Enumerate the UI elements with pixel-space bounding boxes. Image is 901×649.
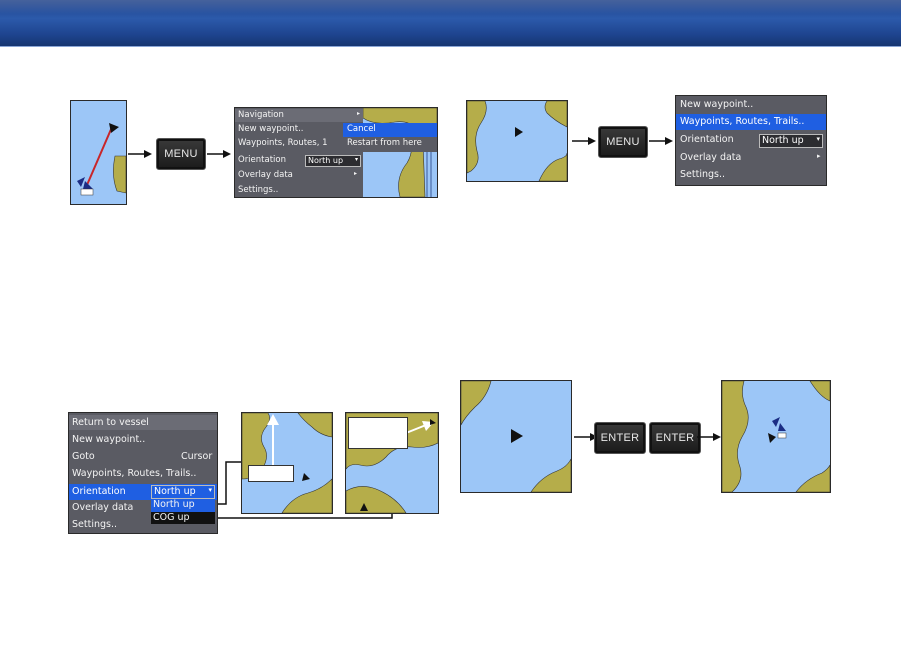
navigation-menu-screen: Navigation ▸ New waypoint.. Waypoints, Ro… [234, 107, 438, 198]
map-background [362, 108, 437, 197]
map-background [461, 381, 571, 492]
menu-item-overlay[interactable]: Overlay data [238, 170, 293, 180]
navigation-submenu: Cancel Restart from here [343, 123, 437, 152]
map-background [467, 101, 567, 181]
north-up-map [241, 412, 333, 514]
enter-button-label: ENTER [655, 432, 695, 444]
arrow-right-icon [572, 137, 596, 145]
menu-item-new-waypoint[interactable]: New waypoint.. [238, 124, 304, 134]
option-cog-up[interactable]: COG up [151, 512, 215, 524]
goto-map-result [721, 380, 831, 493]
arrow-right-icon [207, 150, 231, 158]
label-box [348, 417, 408, 449]
orientation-dropdown[interactable]: North up ▾ [305, 155, 361, 167]
route-map-graphic [77, 123, 126, 196]
menu-item-settings[interactable]: Settings.. [680, 169, 726, 180]
menu-button-label: MENU [164, 148, 198, 160]
goto-value: Cursor [181, 451, 213, 462]
arrow-right-icon [649, 137, 673, 145]
map-background [722, 381, 830, 492]
chevron-down-icon: ▾ [354, 156, 358, 163]
menu-item-goto[interactable]: Goto [72, 451, 95, 462]
submenu-item-cancel[interactable]: Cancel [343, 123, 437, 137]
chevron-right-icon: ▸ [354, 170, 358, 177]
orientation-dropdown[interactable]: North up ▾ [759, 134, 823, 148]
menu-item-return-to-vessel[interactable]: Return to vessel [69, 415, 217, 430]
menu-item-new-waypoint[interactable]: New waypoint.. [680, 99, 754, 110]
menu-item-waypoints-routes[interactable]: Waypoints, Routes, 1 [238, 138, 328, 148]
map-background [242, 413, 332, 513]
arrow-right-icon [697, 433, 721, 441]
menu-button[interactable]: MENU [156, 138, 206, 170]
menu-item-overlay[interactable]: Overlay data [680, 152, 742, 163]
menu-item-waypoints-routes-trails[interactable]: Waypoints, Routes, Trails.. [676, 114, 826, 130]
cursor-map-thumbnail [460, 380, 572, 493]
arrow-right-icon [128, 150, 152, 158]
menu-item-settings[interactable]: Settings.. [72, 519, 118, 530]
submenu-item-restart[interactable]: Restart from here [347, 138, 422, 148]
menu-item-label: Orientation [72, 486, 126, 497]
vessel-map-thumbnail [466, 100, 568, 182]
label-box [248, 465, 294, 482]
menu-item-label: Return to vessel [72, 417, 149, 428]
option-label: North up [153, 499, 195, 510]
enter-button[interactable]: ENTER [594, 422, 646, 454]
chevron-right-icon: ▸ [356, 110, 360, 117]
menu-item-settings[interactable]: Settings.. [238, 185, 279, 195]
connector-lines [218, 461, 393, 519]
enter-button[interactable]: ENTER [649, 422, 701, 454]
menu-item-overlay[interactable]: Overlay data [72, 502, 134, 513]
menu-item-orientation[interactable]: Orientation [680, 134, 734, 145]
enter-button-label: ENTER [600, 432, 640, 444]
orientation-menu-screen: Return to vessel New waypoint.. Goto Cur… [68, 412, 218, 534]
menu-item-waypoints-routes-trails[interactable]: Waypoints, Routes, Trails.. [72, 468, 197, 479]
main-menu-screen: New waypoint.. Waypoints, Routes, Trails… [675, 95, 827, 186]
orientation-dropdown[interactable]: North up ▾ [151, 485, 215, 499]
route-map-thumbnail [70, 100, 127, 205]
menu-item-label: Navigation [238, 110, 284, 120]
orientation-value: North up [308, 156, 344, 165]
menu-item-orientation[interactable]: Orientation [238, 155, 286, 165]
header-banner [0, 0, 901, 47]
menu-button[interactable]: MENU [598, 126, 648, 158]
menu-item-label: Waypoints, Routes, Trails.. [680, 116, 805, 127]
navigation-menu: Navigation ▸ New waypoint.. Waypoints, Ro… [235, 108, 363, 197]
cancel-label: Cancel [347, 124, 376, 134]
option-north-up[interactable]: North up [151, 499, 215, 512]
cog-up-map [345, 412, 439, 514]
chevron-down-icon: ▾ [208, 486, 212, 494]
menu-item-new-waypoint[interactable]: New waypoint.. [72, 434, 146, 445]
menu-button-label: MENU [606, 136, 640, 148]
chevron-right-icon: ▸ [817, 152, 821, 160]
option-label: COG up [153, 512, 190, 523]
orientation-value: North up [762, 135, 804, 146]
menu-item-navigation[interactable]: Navigation ▸ [235, 109, 363, 122]
orientation-value: North up [154, 486, 196, 497]
chevron-down-icon: ▾ [816, 135, 820, 143]
